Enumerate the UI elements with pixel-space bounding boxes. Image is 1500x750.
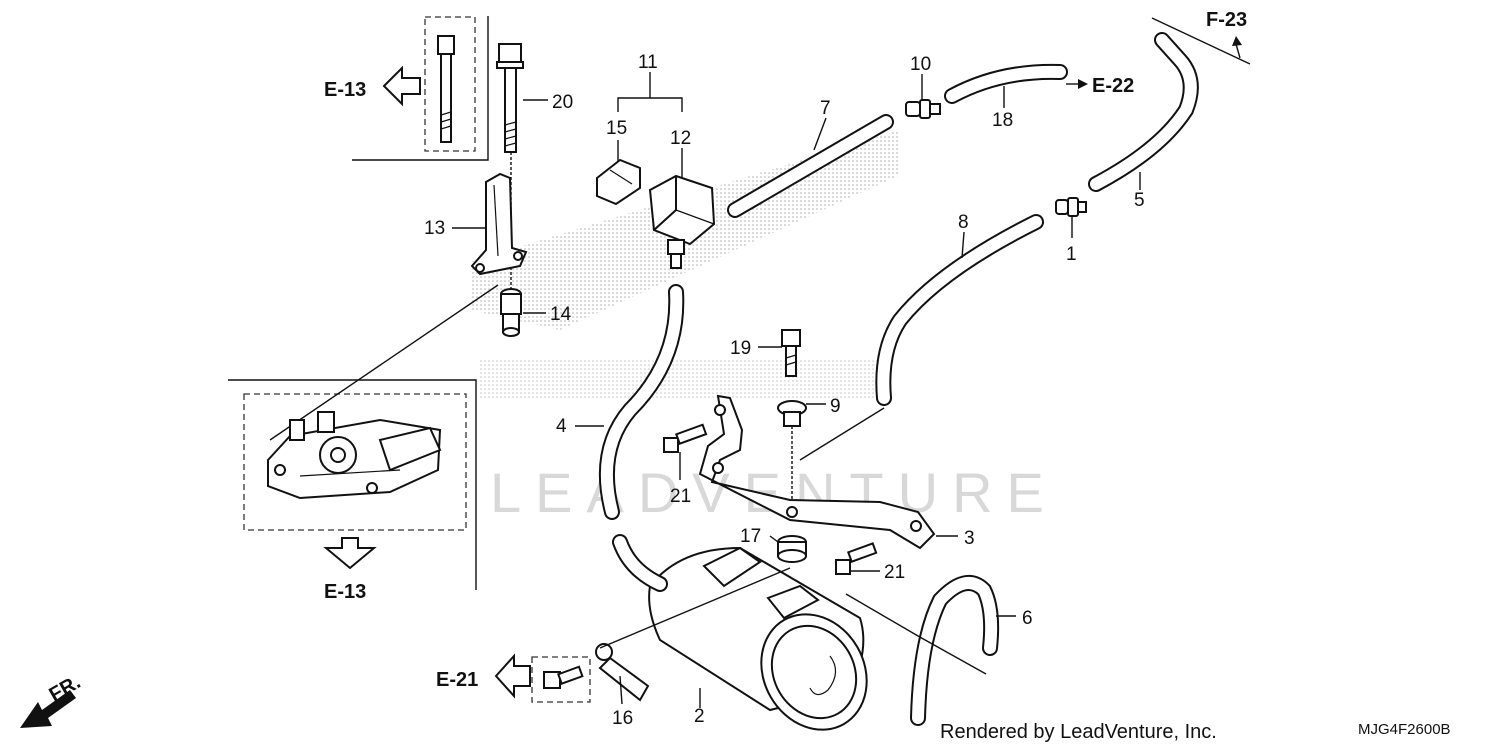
bolt-21b: [835, 542, 878, 575]
callout-17: 17: [740, 526, 761, 547]
callout-1: 1: [1066, 244, 1077, 265]
ref-e21: E-21: [436, 669, 478, 691]
stipple-area-2: [480, 360, 880, 400]
front-label: FR.: [46, 671, 85, 706]
arrow-f23-head: [1232, 36, 1242, 46]
collar-14: [500, 288, 522, 337]
arrow-e13-top: [382, 65, 421, 107]
leader-17: [769, 535, 779, 543]
callout-11: 11: [638, 52, 658, 73]
callout-19: 19: [730, 338, 751, 359]
arrow-e21: [494, 653, 531, 699]
grommet-17: [777, 535, 807, 563]
screw-e21: [543, 665, 584, 689]
callout-13: 13: [424, 218, 445, 239]
dashed-box-bolt: [424, 16, 476, 152]
actuator-assembly: [267, 411, 442, 500]
callout-12: 12: [670, 128, 691, 149]
bolt-19: [781, 329, 801, 377]
dashed-box-screw: [531, 656, 591, 703]
leader-6-link: [845, 593, 987, 675]
valve-12: [648, 174, 716, 269]
diagram-code: MJG4F2600B: [1358, 721, 1451, 738]
callout-6: 6: [1022, 608, 1033, 629]
ref-e13-top: E-13: [324, 79, 366, 101]
cap-15: [596, 158, 641, 206]
f23-diagonal: [1151, 17, 1251, 65]
callout-21b: 21: [884, 562, 905, 583]
leader-7: [813, 117, 827, 151]
canister-2: [612, 534, 868, 731]
callout-16: 16: [612, 708, 633, 729]
leader-14-link: [269, 284, 499, 441]
grommet-9: [777, 400, 807, 427]
leader-16: [619, 675, 623, 705]
callout-2: 2: [694, 706, 705, 727]
fitting-10: [905, 99, 941, 119]
callout-18: 18: [992, 110, 1013, 131]
callout-9: 9: [830, 396, 841, 417]
leader-8: [961, 231, 965, 259]
credit-text: Rendered by LeadVenture, Inc.: [940, 721, 1217, 743]
callout-14: 14: [550, 304, 572, 325]
callout-4: 4: [556, 416, 567, 437]
arrow-e13-bottom: [323, 537, 377, 570]
frame-top-left: [352, 16, 489, 161]
bolt-21a: [663, 423, 708, 453]
ref-e13-bottom: E-13: [324, 581, 366, 603]
ref-f23: F-23: [1206, 9, 1247, 31]
callout-15: 15: [606, 118, 627, 139]
callout-21a: 21: [670, 486, 691, 507]
front-arrow-icon: [20, 690, 76, 728]
clamp-16: [595, 643, 650, 702]
bracket-13: [470, 172, 528, 276]
bracket-3: [698, 394, 936, 550]
watermark-text: LEADVENTURE: [490, 461, 1058, 524]
frame-bottom-left: [228, 379, 477, 590]
arrow-f23-line: [1235, 43, 1241, 59]
dashed-box-actuator: [243, 393, 467, 531]
callout-7: 7: [820, 98, 831, 119]
callout-5: 5: [1134, 190, 1145, 211]
bolt-20: [496, 43, 524, 153]
fitting-1: [1055, 197, 1087, 217]
leader-8-link: [799, 407, 885, 461]
leader-16-link: [599, 567, 791, 649]
callout-3: 3: [964, 528, 975, 549]
bolt-in-box: [437, 35, 455, 143]
leader-11-bracket: [617, 97, 683, 112]
callout-10: 10: [910, 54, 931, 75]
callout-8: 8: [958, 212, 969, 233]
arrow-e22-head: [1078, 79, 1088, 89]
callout-20: 20: [552, 92, 573, 113]
ref-e22: E-22: [1092, 75, 1134, 97]
